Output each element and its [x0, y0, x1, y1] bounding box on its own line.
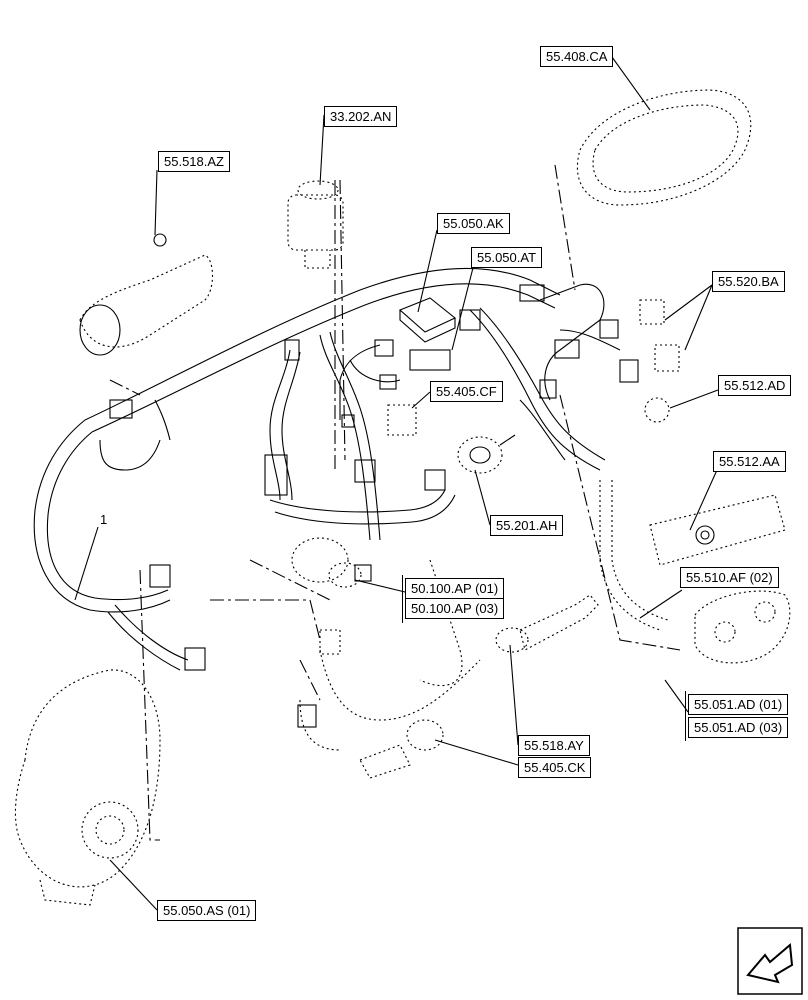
instrument-cluster-bezel	[576, 89, 752, 206]
label-55-050-as-01[interactable]: 55.050.AS (01)	[157, 900, 257, 921]
main-harness	[33, 268, 561, 671]
navigation-symbol	[737, 927, 803, 995]
label-55-518-ay[interactable]: 55.518.AY	[518, 735, 590, 756]
stalk-lever-ay	[495, 594, 599, 653]
label-55-405-cf[interactable]: 55.405.CF	[430, 381, 503, 402]
module-ak	[398, 297, 457, 343]
stalk-lever-ck	[359, 719, 444, 779]
label-55-051-ad-01[interactable]: 55.051.AD (01)	[688, 694, 789, 715]
label-33-202-an[interactable]: 33.202.AN	[324, 106, 398, 127]
control-panel	[694, 590, 791, 664]
label-50-100-ap-03[interactable]: 50.100.AP (03)	[405, 598, 505, 619]
bracket-50-100-ap	[402, 575, 403, 623]
reservoir	[287, 180, 344, 269]
switch-cf	[387, 404, 417, 436]
connectors	[109, 284, 680, 728]
phantom-lines	[109, 164, 681, 841]
label-55-050-at[interactable]: 55.050.AT	[471, 247, 543, 268]
radio-unit	[649, 494, 786, 566]
leader-lines	[74, 56, 719, 911]
label-55-518-az[interactable]: 55.518.AZ	[158, 151, 230, 172]
label-55-051-ad-03[interactable]: 55.051.AD (03)	[688, 717, 789, 738]
label-55-405-ck[interactable]: 55.405.CK	[518, 757, 592, 778]
label-55-510-af-02[interactable]: 55.510.AF (02)	[680, 567, 779, 588]
wiper-motor	[79, 233, 214, 356]
label-55-408-ca[interactable]: 55.408.CA	[540, 46, 614, 67]
instrument-harness	[299, 480, 669, 751]
label-55-512-aa[interactable]: 55.512.AA	[713, 451, 786, 472]
transmission-housing	[14, 669, 161, 906]
pump	[291, 537, 362, 588]
relay-at	[409, 349, 451, 371]
item-number-1: 1	[100, 512, 108, 527]
label-55-201-ah[interactable]: 55.201.AH	[490, 515, 564, 536]
ignition-switch	[457, 434, 516, 474]
label-50-100-ap-01[interactable]: 50.100.AP (01)	[405, 578, 505, 599]
sensor-ad	[644, 397, 670, 423]
label-55-512-ad[interactable]: 55.512.AD	[718, 375, 792, 396]
label-55-050-ak[interactable]: 55.050.AK	[437, 213, 510, 234]
label-55-520-ba[interactable]: 55.520.BA	[712, 271, 785, 292]
bracket-55-051-ad	[685, 691, 686, 741]
